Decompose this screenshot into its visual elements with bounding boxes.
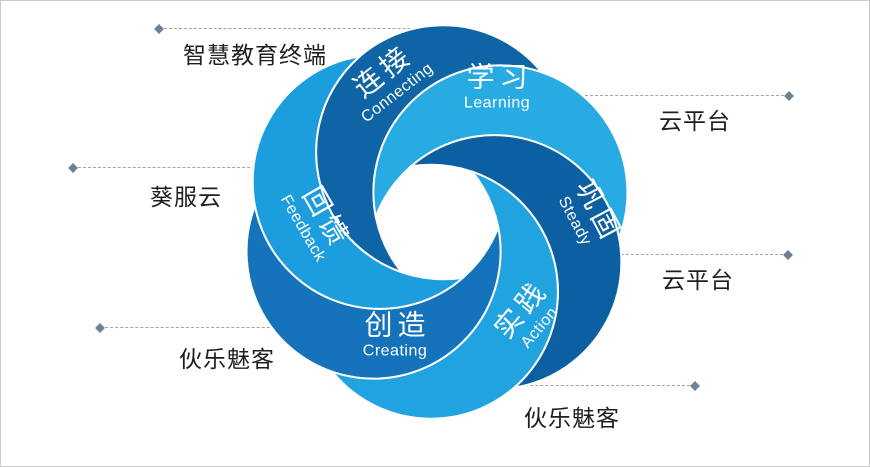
callout-label: 葵服云 <box>150 184 222 210</box>
callout-label: 云平台 <box>659 108 731 134</box>
callout-dashed-line <box>159 28 470 29</box>
callout-dashed-line <box>505 385 695 386</box>
callout-dashed-line <box>73 167 270 168</box>
callout-dashed-line <box>596 254 788 255</box>
callout-label: 智慧教育终端 <box>183 42 327 68</box>
callout-dashed-line <box>100 327 295 328</box>
callout-label: 伙乐魅客 <box>179 346 275 372</box>
callout-dashed-line <box>585 95 789 96</box>
wheel-segment-feedback <box>251 55 464 310</box>
callout-label: 伙乐魅客 <box>524 405 620 431</box>
callout-label: 云平台 <box>662 267 734 293</box>
